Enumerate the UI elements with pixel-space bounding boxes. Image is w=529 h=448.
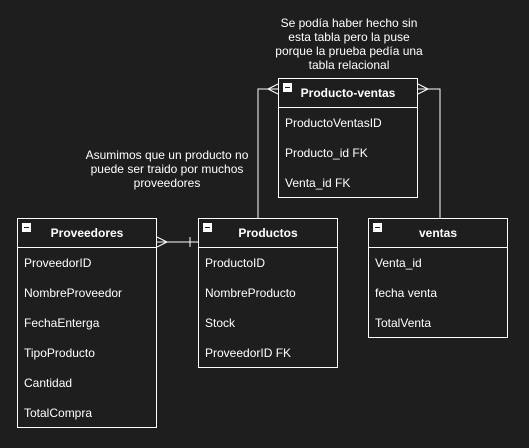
table-title: Productos — [238, 226, 298, 240]
note-line: puede ser traido por muchos — [90, 162, 244, 176]
table-header[interactable]: Proveedores — [18, 219, 156, 248]
collapse-icon[interactable] — [203, 223, 212, 232]
edge-productos-producto-ventas[interactable] — [257, 88, 278, 218]
note-line: proveedores — [133, 176, 201, 190]
table-productos[interactable]: Productos ProductoID NombreProducto Stoc… — [198, 218, 338, 368]
table-title: Proveedores — [50, 226, 124, 240]
table-field[interactable]: NombreProveedor — [24, 286, 123, 300]
table-field[interactable]: ProveedorID — [24, 256, 92, 270]
table-field[interactable]: Cantidad — [24, 376, 73, 390]
table-header[interactable]: Producto-ventas — [279, 79, 417, 108]
table-proveedores[interactable]: Proveedores ProveedorID NombreProveedor … — [17, 218, 157, 428]
note-line: Asumimos que un producto no — [85, 148, 249, 162]
table-field[interactable]: NombreProducto — [205, 286, 296, 300]
table-field[interactable]: Producto_id FK — [285, 146, 368, 160]
table-field[interactable]: fecha venta — [375, 286, 438, 300]
table-field[interactable]: TotalCompra — [24, 406, 93, 420]
note-line: porque la prueba pedía una — [275, 44, 423, 58]
table-header[interactable]: Productos — [199, 219, 337, 248]
note-line: tabla relacional — [308, 58, 390, 72]
crowfoot-proveedores — [156, 236, 168, 248]
note-provider-assumption: Asumimos que un producto no puede ser tr… — [78, 148, 256, 190]
table-field[interactable]: Stock — [205, 316, 236, 330]
note-line: Se podía haber hecho sin — [280, 16, 418, 30]
table-producto-ventas[interactable]: Producto-ventas ProductoVentasID Product… — [278, 78, 418, 198]
table-field[interactable]: ProductoID — [205, 256, 266, 270]
edge-ventas-producto-ventas[interactable] — [418, 88, 441, 218]
table-ventas[interactable]: ventas Venta_id fecha venta TotalVenta — [368, 218, 508, 338]
table-title: ventas — [418, 226, 458, 240]
crowfoot-producto-ventas-left — [267, 83, 279, 95]
table-field[interactable]: Venta_id FK — [285, 176, 351, 190]
table-field[interactable]: FechaEnterga — [24, 316, 100, 330]
collapse-icon[interactable] — [373, 223, 382, 232]
table-title: Producto-ventas — [300, 86, 396, 100]
table-field[interactable]: Venta_id — [375, 256, 422, 270]
table-field[interactable]: ProveedorID FK — [205, 346, 292, 360]
crowfoot-producto-ventas-right — [417, 83, 429, 95]
table-header[interactable]: ventas — [369, 219, 507, 248]
collapse-icon[interactable] — [283, 83, 292, 92]
table-field[interactable]: TotalVenta — [375, 316, 432, 330]
table-field[interactable]: TipoProducto — [24, 346, 95, 360]
collapse-icon[interactable] — [22, 223, 31, 232]
table-field[interactable]: ProductoVentasID — [285, 116, 382, 130]
note-line: esta tabla pero la puse — [288, 30, 410, 44]
note-relational-table: Se podía haber hecho sin esta tabla pero… — [264, 16, 434, 72]
